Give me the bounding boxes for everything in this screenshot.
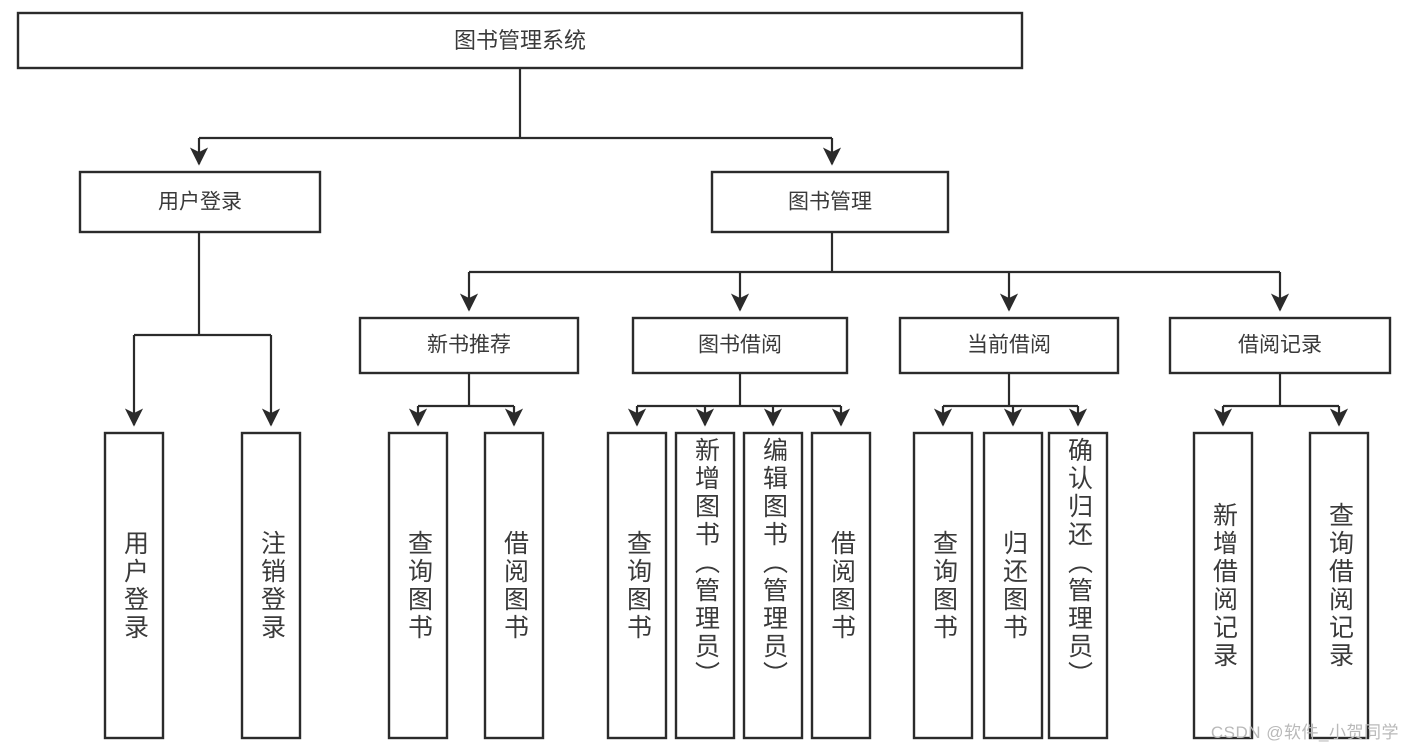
leaf-logout-login-label: 注销登录 bbox=[257, 529, 286, 642]
leaf-borrow-book-2[interactable]: 借阅图书 bbox=[812, 433, 870, 738]
node-root[interactable]: 图书管理系统 bbox=[16, 11, 1024, 70]
leaf-query-book-3-label: 查询图书 bbox=[929, 529, 958, 642]
node-new-book-recommend[interactable]: 新书推荐 bbox=[358, 316, 580, 375]
leaf-borrow-book-1-label: 借阅图书 bbox=[500, 529, 529, 642]
edge-root-to-level2 bbox=[189, 68, 842, 166]
node-borrow-record[interactable]: 借阅记录 bbox=[1168, 316, 1392, 375]
edge-borrow-record-to-leaves bbox=[1213, 373, 1349, 427]
leaf-query-book-2-box[interactable] bbox=[606, 431, 668, 740]
leaf-confirm-return[interactable]: 确认归还（管理员） bbox=[1049, 437, 1107, 738]
leaf-add-record[interactable]: 新增借阅记录 bbox=[1194, 433, 1252, 738]
leaf-query-record-box[interactable] bbox=[1308, 431, 1370, 740]
leaf-return-book-box[interactable] bbox=[982, 431, 1044, 740]
leaf-box-group bbox=[103, 431, 1370, 740]
edge-book-management-to-level3 bbox=[459, 232, 1290, 312]
leaf-edit-book-label: 编辑图书（管理员） bbox=[759, 437, 788, 689]
leaf-edit-book[interactable]: 编辑图书（管理员） bbox=[744, 437, 802, 738]
leaf-query-record[interactable]: 查询借阅记录 bbox=[1310, 433, 1368, 738]
leaf-logout-login[interactable]: 注销登录 bbox=[242, 433, 300, 738]
node-book-borrow-label: 图书借阅 bbox=[698, 334, 782, 357]
node-new-book-recommend-label: 新书推荐 bbox=[427, 334, 511, 357]
edge-user-login-to-leaves bbox=[124, 232, 281, 427]
leaf-user-login-box[interactable] bbox=[103, 431, 165, 740]
leaf-return-book-label: 归还图书 bbox=[999, 529, 1028, 642]
leaf-edit-book-box[interactable] bbox=[742, 431, 804, 740]
node-current-borrow[interactable]: 当前借阅 bbox=[898, 316, 1120, 375]
leaf-borrow-book-1[interactable]: 借阅图书 bbox=[485, 433, 543, 738]
leaf-query-book-1-label: 查询图书 bbox=[404, 529, 433, 642]
node-book-borrow[interactable]: 图书借阅 bbox=[631, 316, 849, 375]
leaf-query-book-2-label: 查询图书 bbox=[623, 529, 652, 642]
leaf-add-book-label: 新增图书（管理员） bbox=[691, 437, 720, 689]
node-current-borrow-label: 当前借阅 bbox=[967, 334, 1051, 357]
node-book-management[interactable]: 图书管理 bbox=[710, 170, 950, 234]
leaf-query-book-2[interactable]: 查询图书 bbox=[608, 433, 666, 738]
leaf-query-book-3[interactable]: 查询图书 bbox=[914, 433, 972, 738]
leaf-borrow-book-2-label: 借阅图书 bbox=[827, 529, 856, 642]
leaf-logout-login-box[interactable] bbox=[240, 431, 302, 740]
leaf-add-record-box[interactable] bbox=[1192, 431, 1254, 740]
leaf-return-book[interactable]: 归还图书 bbox=[984, 433, 1042, 738]
leaf-query-book-1[interactable]: 查询图书 bbox=[389, 433, 447, 738]
node-user-login[interactable]: 用户登录 bbox=[78, 170, 322, 234]
leaf-borrow-book-2-box[interactable] bbox=[810, 431, 872, 740]
leaf-query-book-1-box[interactable] bbox=[387, 431, 449, 740]
leaf-confirm-return-label: 确认归还（管理员） bbox=[1064, 437, 1093, 689]
leaf-add-book[interactable]: 新增图书（管理员） bbox=[676, 437, 734, 738]
edge-book-borrow-to-leaves bbox=[627, 373, 851, 427]
leaf-query-book-3-box[interactable] bbox=[912, 431, 974, 740]
csdn-watermark: CSDN @软件_小贺同学 bbox=[1210, 723, 1399, 742]
leaf-borrow-book-1-box[interactable] bbox=[483, 431, 545, 740]
node-root-label: 图书管理系统 bbox=[454, 28, 586, 53]
leaf-confirm-return-box[interactable] bbox=[1047, 431, 1109, 740]
node-user-login-label: 用户登录 bbox=[158, 191, 242, 214]
node-book-management-label: 图书管理 bbox=[788, 191, 872, 214]
edge-current-borrow-to-leaves bbox=[933, 373, 1088, 427]
leaf-add-record-label: 新增借阅记录 bbox=[1209, 501, 1238, 670]
leaf-user-login-label: 用户登录 bbox=[120, 529, 149, 642]
leaf-user-login[interactable]: 用户登录 bbox=[105, 433, 163, 738]
leaf-query-record-label: 查询借阅记录 bbox=[1325, 501, 1354, 670]
leaf-add-book-box[interactable] bbox=[674, 431, 736, 740]
edge-new-book-recommend-to-leaves bbox=[408, 373, 524, 427]
node-borrow-record-label: 借阅记录 bbox=[1238, 334, 1322, 357]
